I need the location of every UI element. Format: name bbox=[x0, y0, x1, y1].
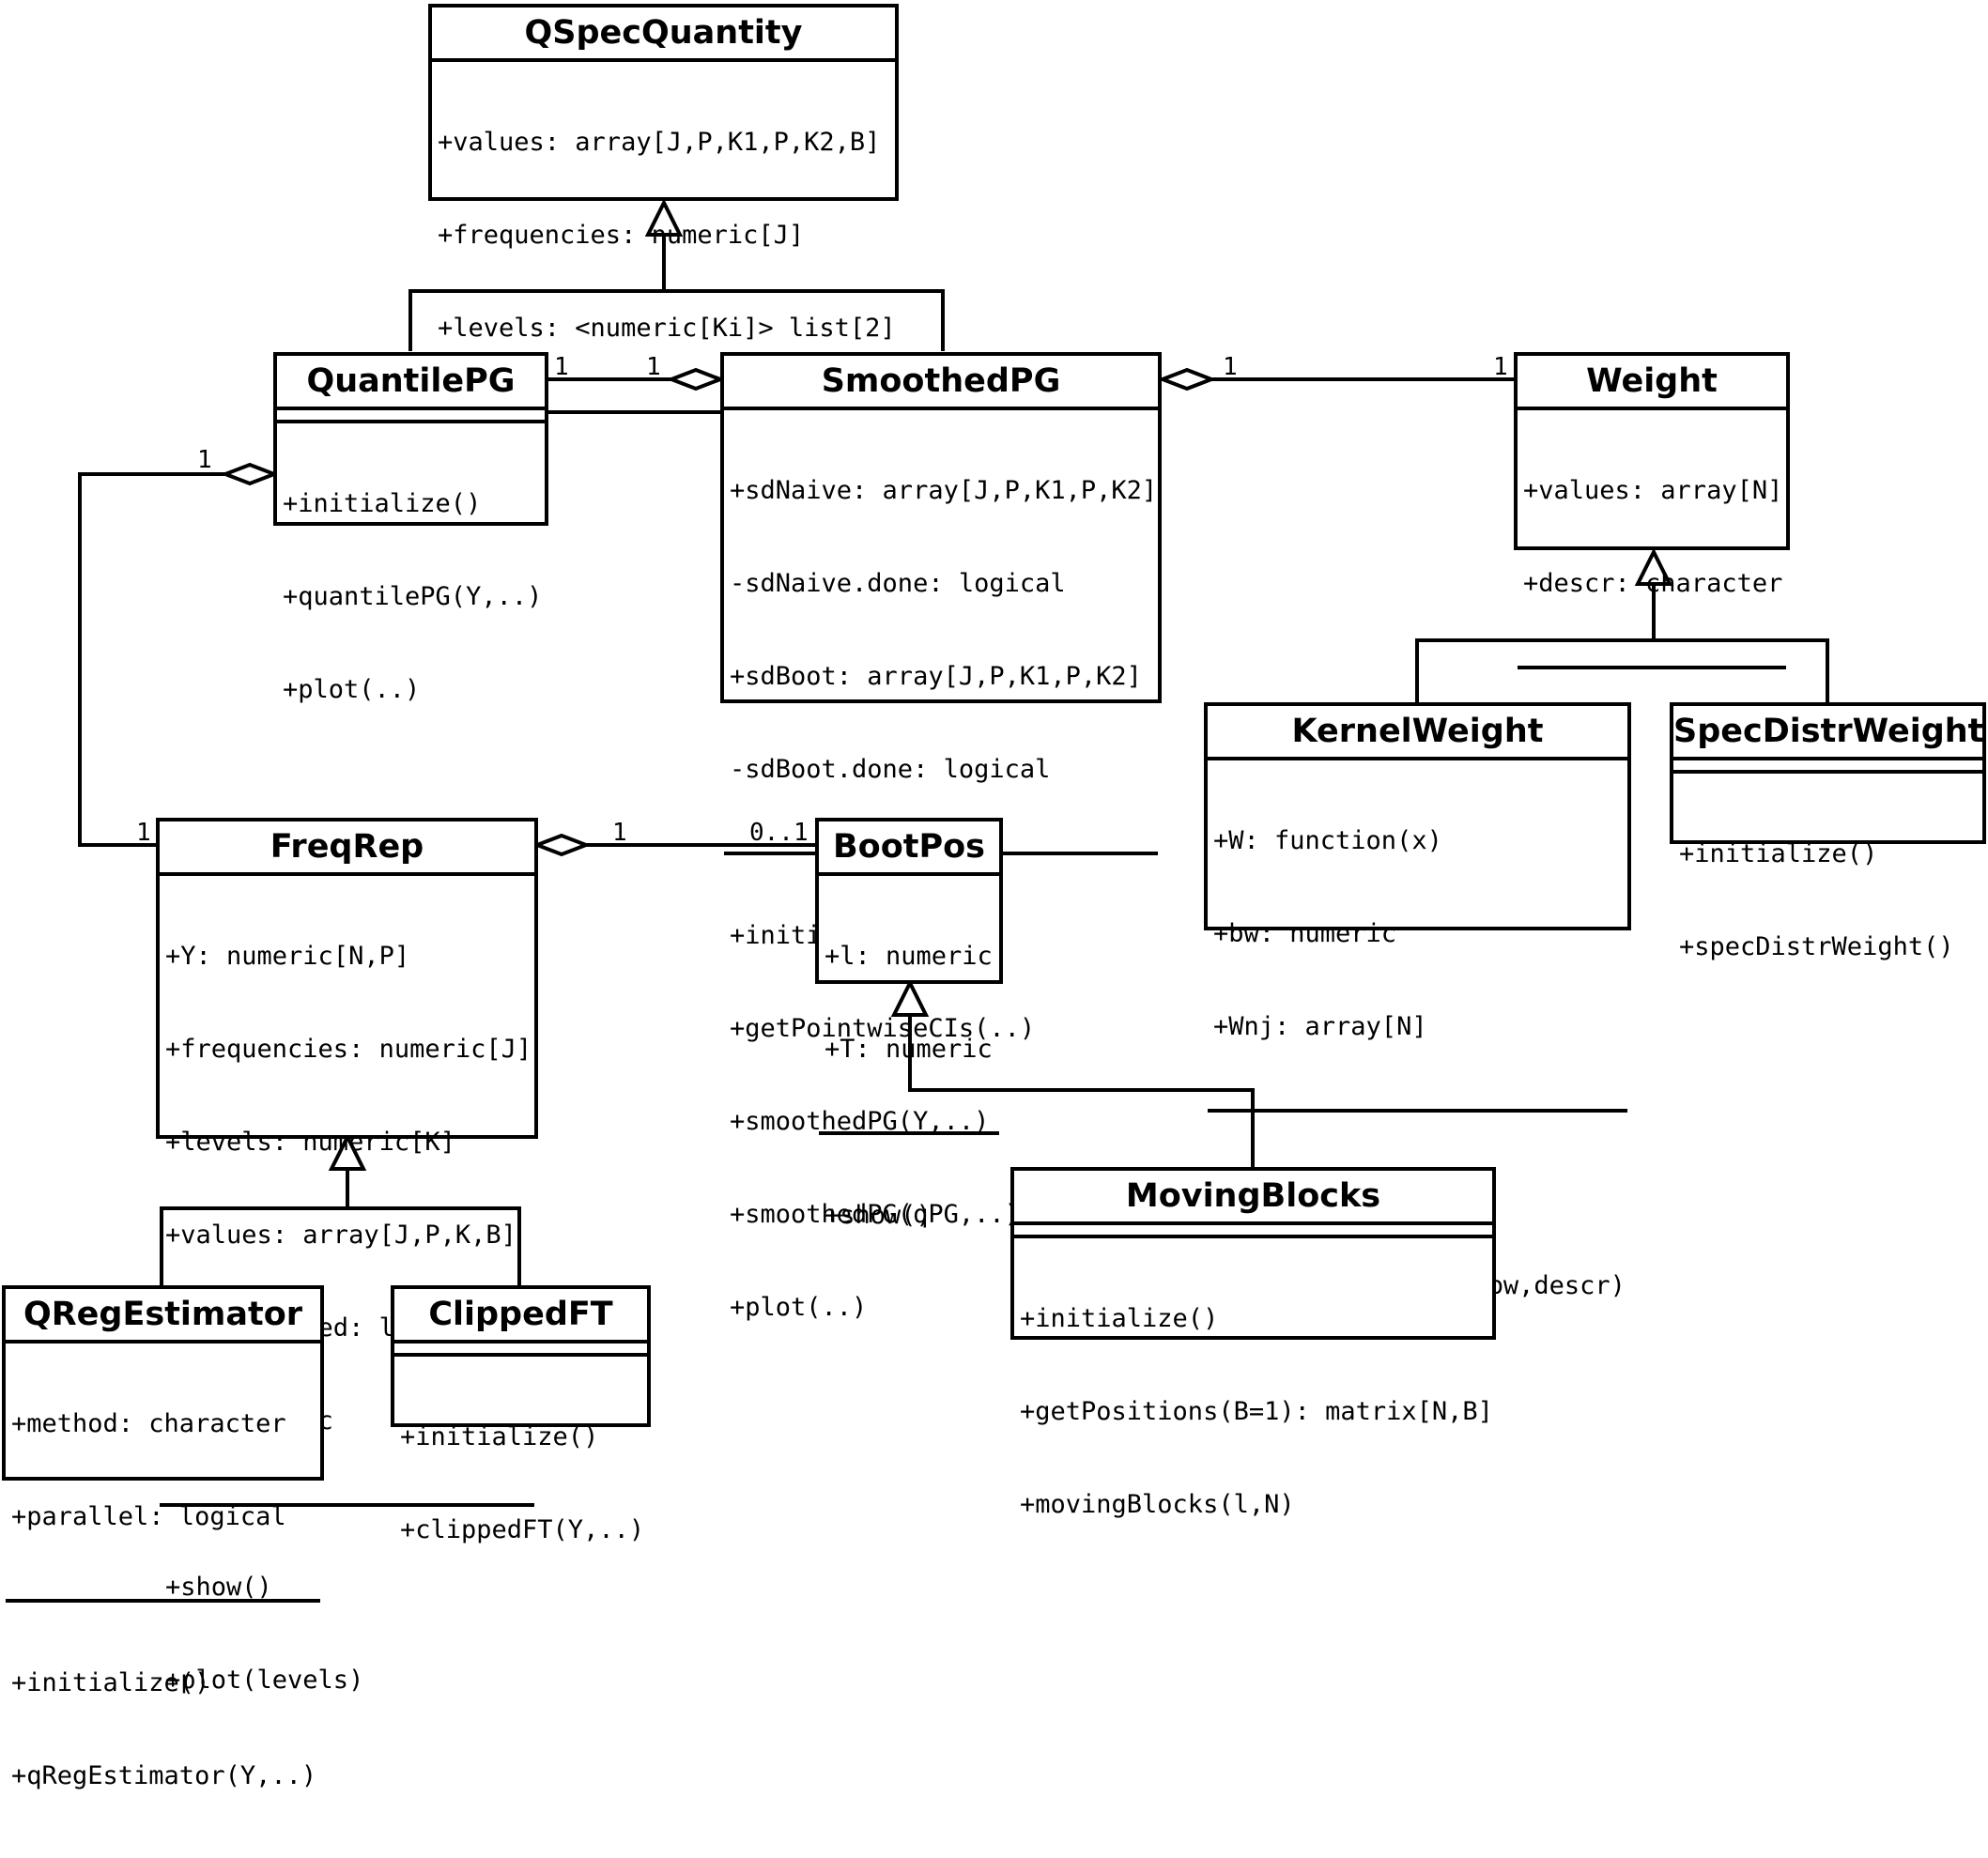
aggregation-diamond bbox=[1157, 367, 1217, 392]
diagram-connectors bbox=[78, 198, 1829, 1285]
class-quantilepg: QuantilePG +initialize() +quantilePG(Y,.… bbox=[273, 352, 548, 704]
attribute: -sdBoot.done: logical bbox=[730, 755, 1051, 784]
aggregation-diamond bbox=[532, 833, 592, 857]
class-weight: Weight +values: array[N] +descr: charact… bbox=[1514, 352, 1790, 857]
class-name: MovingBlocks bbox=[1014, 1171, 1492, 1225]
class-attributes: +W: function(x) +bw: numeric +Wnj: array… bbox=[1208, 760, 1627, 1113]
class-operations: +initialize() +getPositions(B=1): matrix… bbox=[1014, 1238, 1493, 1587]
generalization-line bbox=[160, 1206, 521, 1285]
generalization-line bbox=[1415, 638, 1829, 702]
class-kernelweight: KernelWeight +W: function(x) +bw: numeri… bbox=[1204, 702, 1631, 1300]
class-attributes bbox=[277, 410, 545, 423]
operation: +initialize() bbox=[283, 489, 482, 518]
class-name: QSpecQuantity bbox=[432, 8, 895, 62]
attribute: +values: array[N] bbox=[1523, 476, 1783, 505]
class-name: QuantilePG bbox=[277, 356, 545, 410]
class-operations: +initialize() +specDistrWeight() bbox=[1673, 774, 1982, 1029]
attribute: +l: numeric bbox=[824, 942, 993, 971]
class-attributes: +values: array[J,P,K1,P,K2,B] +frequenci… bbox=[432, 62, 896, 414]
aggregation-diamond bbox=[220, 462, 280, 486]
class-attributes bbox=[1673, 760, 1982, 774]
operation: +initialize() bbox=[400, 1422, 599, 1451]
attribute: +frequencies: numeric[J] bbox=[438, 221, 805, 250]
class-smoothedpg: SmoothedPG +sdNaive: array[J,P,K1,P,K2] … bbox=[720, 352, 1162, 1322]
attribute: +values: array[J,P,K,B] bbox=[165, 1221, 516, 1250]
multiplicity-label: 1 bbox=[197, 446, 212, 474]
operation: +smoothedPG(Y,..) bbox=[730, 1107, 990, 1136]
operation: +getPointwiseCIs(..) bbox=[730, 1014, 1036, 1043]
uml-class-diagram: QSpecQuantity +values: array[J,P,K1,P,K2… bbox=[2, 4, 1986, 1790]
class-operations: +initialize() +qRegEstimator(Y,..) bbox=[6, 1603, 320, 1858]
class-name: KernelWeight bbox=[1208, 706, 1627, 760]
class-movingblocks: MovingBlocks +initialize() +getPositions… bbox=[1010, 1167, 1496, 1519]
operation: +quantilePG(Y,..) bbox=[283, 582, 543, 611]
attribute: +method: character bbox=[11, 1409, 286, 1438]
class-name: FreqRep bbox=[160, 822, 534, 876]
class-operations: +initialize() +clippedFT(Y,..) bbox=[394, 1357, 647, 1612]
generalization-line bbox=[908, 1015, 1255, 1167]
association-line bbox=[78, 472, 225, 847]
attribute: +Y: numeric[N,P] bbox=[165, 942, 410, 971]
class-name: SmoothedPG bbox=[724, 356, 1158, 410]
attribute: +parallel: logical bbox=[11, 1502, 286, 1531]
operation: +initialize() bbox=[1020, 1304, 1219, 1333]
attribute: +T: numeric bbox=[824, 1035, 993, 1064]
attribute: +descr: character bbox=[1523, 569, 1783, 598]
multiplicity-label: 1 bbox=[554, 353, 569, 381]
operation: +qRegEstimator(Y,..) bbox=[11, 1761, 317, 1790]
class-attributes: +values: array[N] +descr: character bbox=[1518, 410, 1786, 669]
class-bootpos: BootPos +l: numeric +T: numeric +show() bbox=[815, 818, 1003, 1230]
attribute: -sdNaive.done: logical bbox=[730, 569, 1066, 598]
inheritance-arrow bbox=[1634, 547, 1673, 586]
attribute: +frequencies: numeric[J] bbox=[165, 1035, 532, 1064]
class-attributes: +sdNaive: array[J,P,K1,P,K2] -sdNaive.do… bbox=[724, 410, 1158, 855]
operation: +smoothedPG(qPG,..) bbox=[730, 1200, 1020, 1229]
multiplicity-label: 1 bbox=[1223, 353, 1238, 381]
class-name: Weight bbox=[1518, 356, 1786, 410]
inheritance-arrow bbox=[890, 978, 930, 1017]
inheritance-arrow bbox=[328, 1132, 367, 1171]
class-freqrep: FreqRep +Y: numeric[N,P] +frequencies: n… bbox=[156, 818, 538, 1695]
class-name: SpecDistrWeight bbox=[1673, 706, 1983, 760]
multiplicity-label: 1 bbox=[1493, 353, 1508, 381]
operation: +show() bbox=[824, 1201, 932, 1230]
class-attributes bbox=[1014, 1225, 1492, 1238]
operation: +initialize() bbox=[11, 1668, 210, 1697]
operation: +initialize() bbox=[1679, 839, 1878, 868]
operation: +movingBlocks(l,N) bbox=[1020, 1490, 1295, 1519]
attribute: +W: function(x) bbox=[1213, 826, 1442, 855]
operation: +specDistrWeight() bbox=[1679, 932, 1954, 961]
attribute: +levels: <numeric[Ki]> list[2] bbox=[438, 314, 896, 343]
inheritance-arrow bbox=[644, 198, 684, 237]
class-name: ClippedFT bbox=[394, 1289, 647, 1344]
attribute: +values: array[J,P,K1,P,K2,B] bbox=[438, 128, 881, 157]
multiplicity-label: 1 bbox=[612, 819, 627, 847]
generalization-line bbox=[408, 289, 945, 351]
class-attributes bbox=[394, 1344, 647, 1357]
operation: +plot(..) bbox=[283, 675, 421, 704]
class-qregestimator: QRegEstimator +method: character +parall… bbox=[2, 1285, 324, 1790]
class-operations: +show() bbox=[819, 1135, 999, 1298]
class-qspecquantity: QSpecQuantity +values: array[J,P,K1,P,K2… bbox=[428, 4, 899, 509]
multiplicity-label: 0..1 bbox=[749, 819, 809, 847]
class-clippedft: ClippedFT +initialize() +clippedFT(Y,..) bbox=[391, 1285, 651, 1544]
multiplicity-label: 1 bbox=[646, 353, 661, 381]
operation: +clippedFT(Y,..) bbox=[400, 1515, 645, 1544]
attribute: +levels: numeric[K] bbox=[165, 1128, 455, 1157]
attribute: +bw: numeric bbox=[1213, 919, 1397, 948]
class-attributes: +l: numeric +T: numeric bbox=[819, 876, 999, 1135]
class-attributes: +method: character +parallel: logical bbox=[6, 1344, 320, 1603]
class-name: BootPos bbox=[819, 822, 999, 876]
class-specdistrweight: SpecDistrWeight +initialize() +specDistr… bbox=[1670, 702, 1986, 961]
attribute: +sdNaive: array[J,P,K1,P,K2] bbox=[730, 476, 1158, 505]
operation: +getPositions(B=1): matrix[N,B] bbox=[1020, 1397, 1493, 1426]
attribute: +sdBoot: array[J,P,K1,P,K2] bbox=[730, 662, 1142, 691]
class-name: QRegEstimator bbox=[6, 1289, 320, 1344]
multiplicity-label: 1 bbox=[136, 819, 151, 847]
class-operations: +initialize() +quantilePG(Y,..) +plot(..… bbox=[277, 423, 545, 772]
operation: +plot(..) bbox=[730, 1293, 868, 1322]
attribute: +Wnj: array[N] bbox=[1213, 1012, 1427, 1041]
